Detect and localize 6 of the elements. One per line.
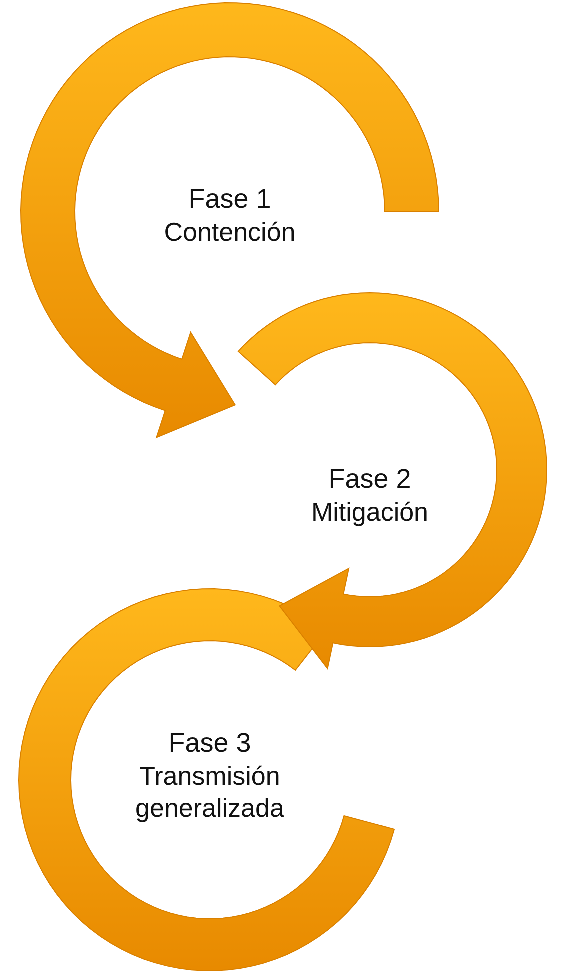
phase-title: Fase 2 [328, 463, 412, 496]
phase-title: Fase 1 [188, 183, 272, 216]
phase-name: Mitigación [310, 496, 430, 528]
phase-name: Contención [163, 216, 297, 248]
phase-name: Transmisión generalizada [134, 760, 286, 824]
phase-title: Fase 3 [168, 727, 252, 760]
